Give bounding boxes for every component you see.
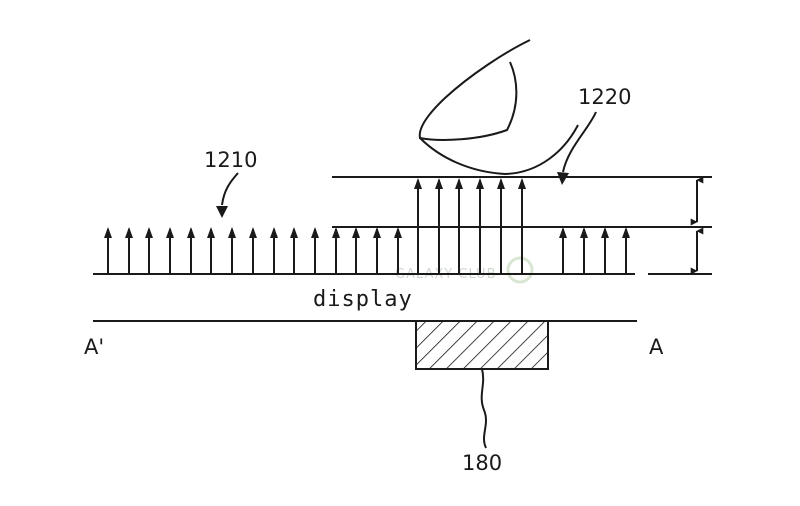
field-1210-arrowhead [373, 227, 381, 238]
field-1220-arrowhead [518, 178, 526, 189]
field-1210-arrowhead [270, 227, 278, 238]
field-arrows-1220 [414, 178, 526, 273]
label-1220: 1220 [578, 85, 631, 109]
field-1210-arrowhead [166, 227, 174, 238]
field-1220-arrowhead [476, 178, 484, 189]
label-display: display [313, 287, 413, 312]
sensor-block-180 [415, 320, 549, 370]
field-1220-arrowhead [497, 178, 505, 189]
field-right-arrowhead [580, 227, 588, 238]
field-1210-arrowhead [249, 227, 257, 238]
leader-1220-arrowhead [557, 172, 569, 185]
field-1210-arrowhead [394, 227, 402, 238]
finger-icon [418, 39, 579, 176]
field-right-arrowhead [601, 227, 609, 238]
field-1220-arrowhead [455, 178, 463, 189]
field-1210-arrowhead [145, 227, 153, 238]
field-1210-arrowhead [332, 227, 340, 238]
label-section-right: A [649, 335, 664, 359]
label-1210: 1210 [204, 148, 257, 172]
watermark-logo-icon [506, 256, 534, 284]
field-1210-arrowhead [125, 227, 133, 238]
field-1220-arrowhead [435, 178, 443, 189]
field-1210-arrowhead [290, 227, 298, 238]
leader-1210 [221, 172, 239, 206]
field-right-arrowhead [622, 227, 630, 238]
watermark: GALAXY CLUB [395, 256, 534, 284]
field-1210-arrowhead [104, 227, 112, 238]
field-arrows-right [559, 227, 630, 273]
field-1210-arrowhead [228, 227, 236, 238]
field-arrows-1210 [104, 227, 402, 273]
field-1210-arrowhead [352, 227, 360, 238]
field-1210-arrowhead [187, 227, 195, 238]
leader-1210-arrowhead [216, 206, 228, 218]
leader-1220 [562, 111, 597, 173]
label-section-left: A' [84, 335, 104, 359]
field-1210-arrowhead [311, 227, 319, 238]
label-180: 180 [462, 451, 502, 475]
leader-180 [480, 368, 487, 449]
field-right-arrowhead [559, 227, 567, 238]
field-1220-arrowhead [414, 178, 422, 189]
field-1210-arrowhead [207, 227, 215, 238]
